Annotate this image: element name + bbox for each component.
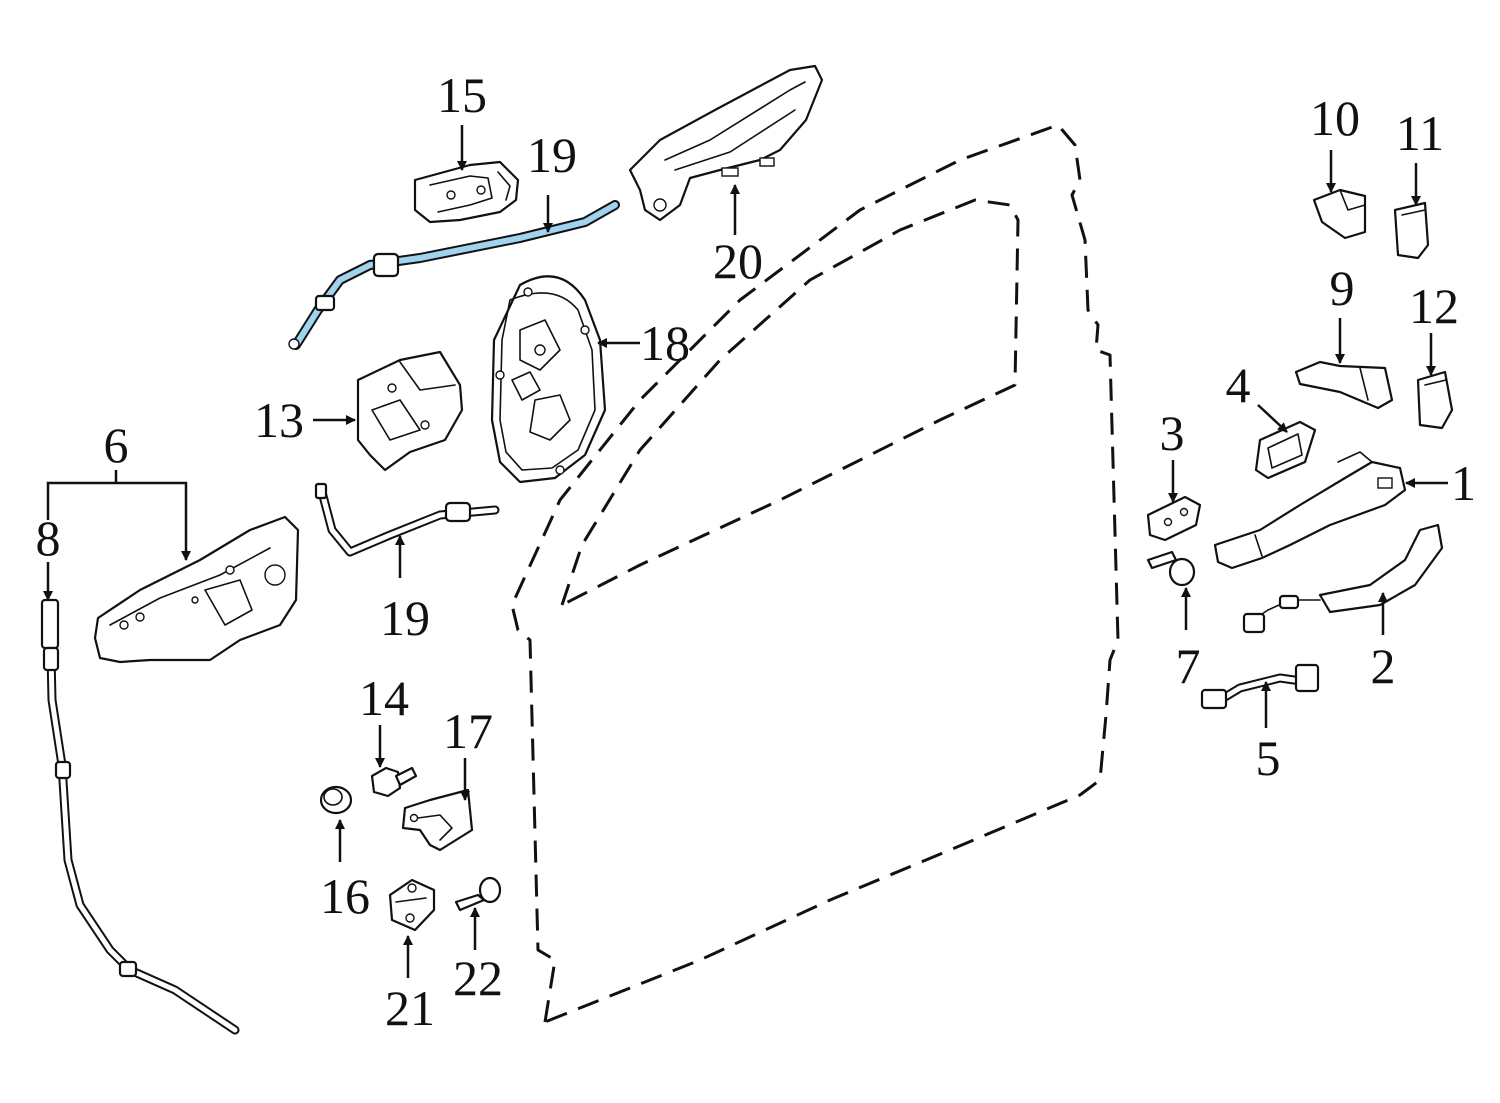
callout-3: 3 — [1160, 405, 1185, 461]
part-15-bracket — [413, 160, 520, 224]
callout-5: 5 — [1256, 730, 1281, 786]
part-5-harness — [1200, 663, 1320, 710]
callout-10: 10 — [1310, 90, 1360, 146]
callout-7: 7 — [1176, 638, 1201, 694]
callout-13: 13 — [254, 392, 304, 448]
callout-15: 15 — [437, 67, 487, 123]
callout-9: 9 — [1330, 260, 1355, 316]
callout-8: 8 — [36, 510, 61, 566]
callout-17: 17 — [443, 703, 493, 759]
part-19-lower-cable — [314, 482, 500, 557]
part-3-bracket — [1146, 495, 1202, 542]
part-1-handle-base — [1213, 451, 1407, 570]
part-6-lock-assembly — [93, 515, 300, 664]
part-7-screw — [1146, 550, 1196, 587]
part-8-long-cable — [40, 598, 240, 1035]
part-9-lock-cylinder — [1294, 360, 1394, 410]
callout-16: 16 — [320, 868, 370, 924]
callout-11: 11 — [1396, 105, 1444, 161]
callout-2: 2 — [1371, 638, 1396, 694]
part-14-bolt — [370, 766, 418, 798]
part-21-striker — [388, 878, 436, 932]
callout-22: 22 — [453, 950, 503, 1006]
callout-19-upper: 19 — [527, 127, 577, 183]
part-18-module-panel — [490, 275, 607, 484]
callout-20: 20 — [713, 233, 763, 289]
part-12-cover — [1416, 370, 1454, 430]
door-outline — [510, 123, 1120, 1024]
part-16-cap — [319, 785, 353, 815]
part-22-screw — [454, 876, 502, 912]
part-11-cover — [1393, 201, 1430, 260]
callout-18: 18 — [640, 315, 690, 371]
callout-labels: 15 19 20 18 13 19 6 8 14 17 16 21 22 10 … — [36, 67, 1477, 1036]
callout-4: 4 — [1226, 357, 1251, 413]
callout-19-lower: 19 — [380, 590, 430, 646]
callout-6: 6 — [104, 417, 129, 473]
leader-lines — [43, 125, 1448, 978]
part-17-striker-plate — [401, 788, 474, 852]
part-13-latch — [356, 350, 464, 472]
part-4-cap — [1254, 420, 1317, 480]
part-10-cap — [1312, 188, 1367, 240]
callout-12: 12 — [1409, 278, 1459, 334]
callout-14: 14 — [359, 670, 409, 726]
callout-21: 21 — [385, 980, 435, 1036]
part-19-upper-cable — [288, 200, 620, 350]
part-20-inside-handle — [628, 64, 824, 222]
part-2-handle — [1242, 523, 1444, 634]
callout-1: 1 — [1451, 455, 1476, 511]
